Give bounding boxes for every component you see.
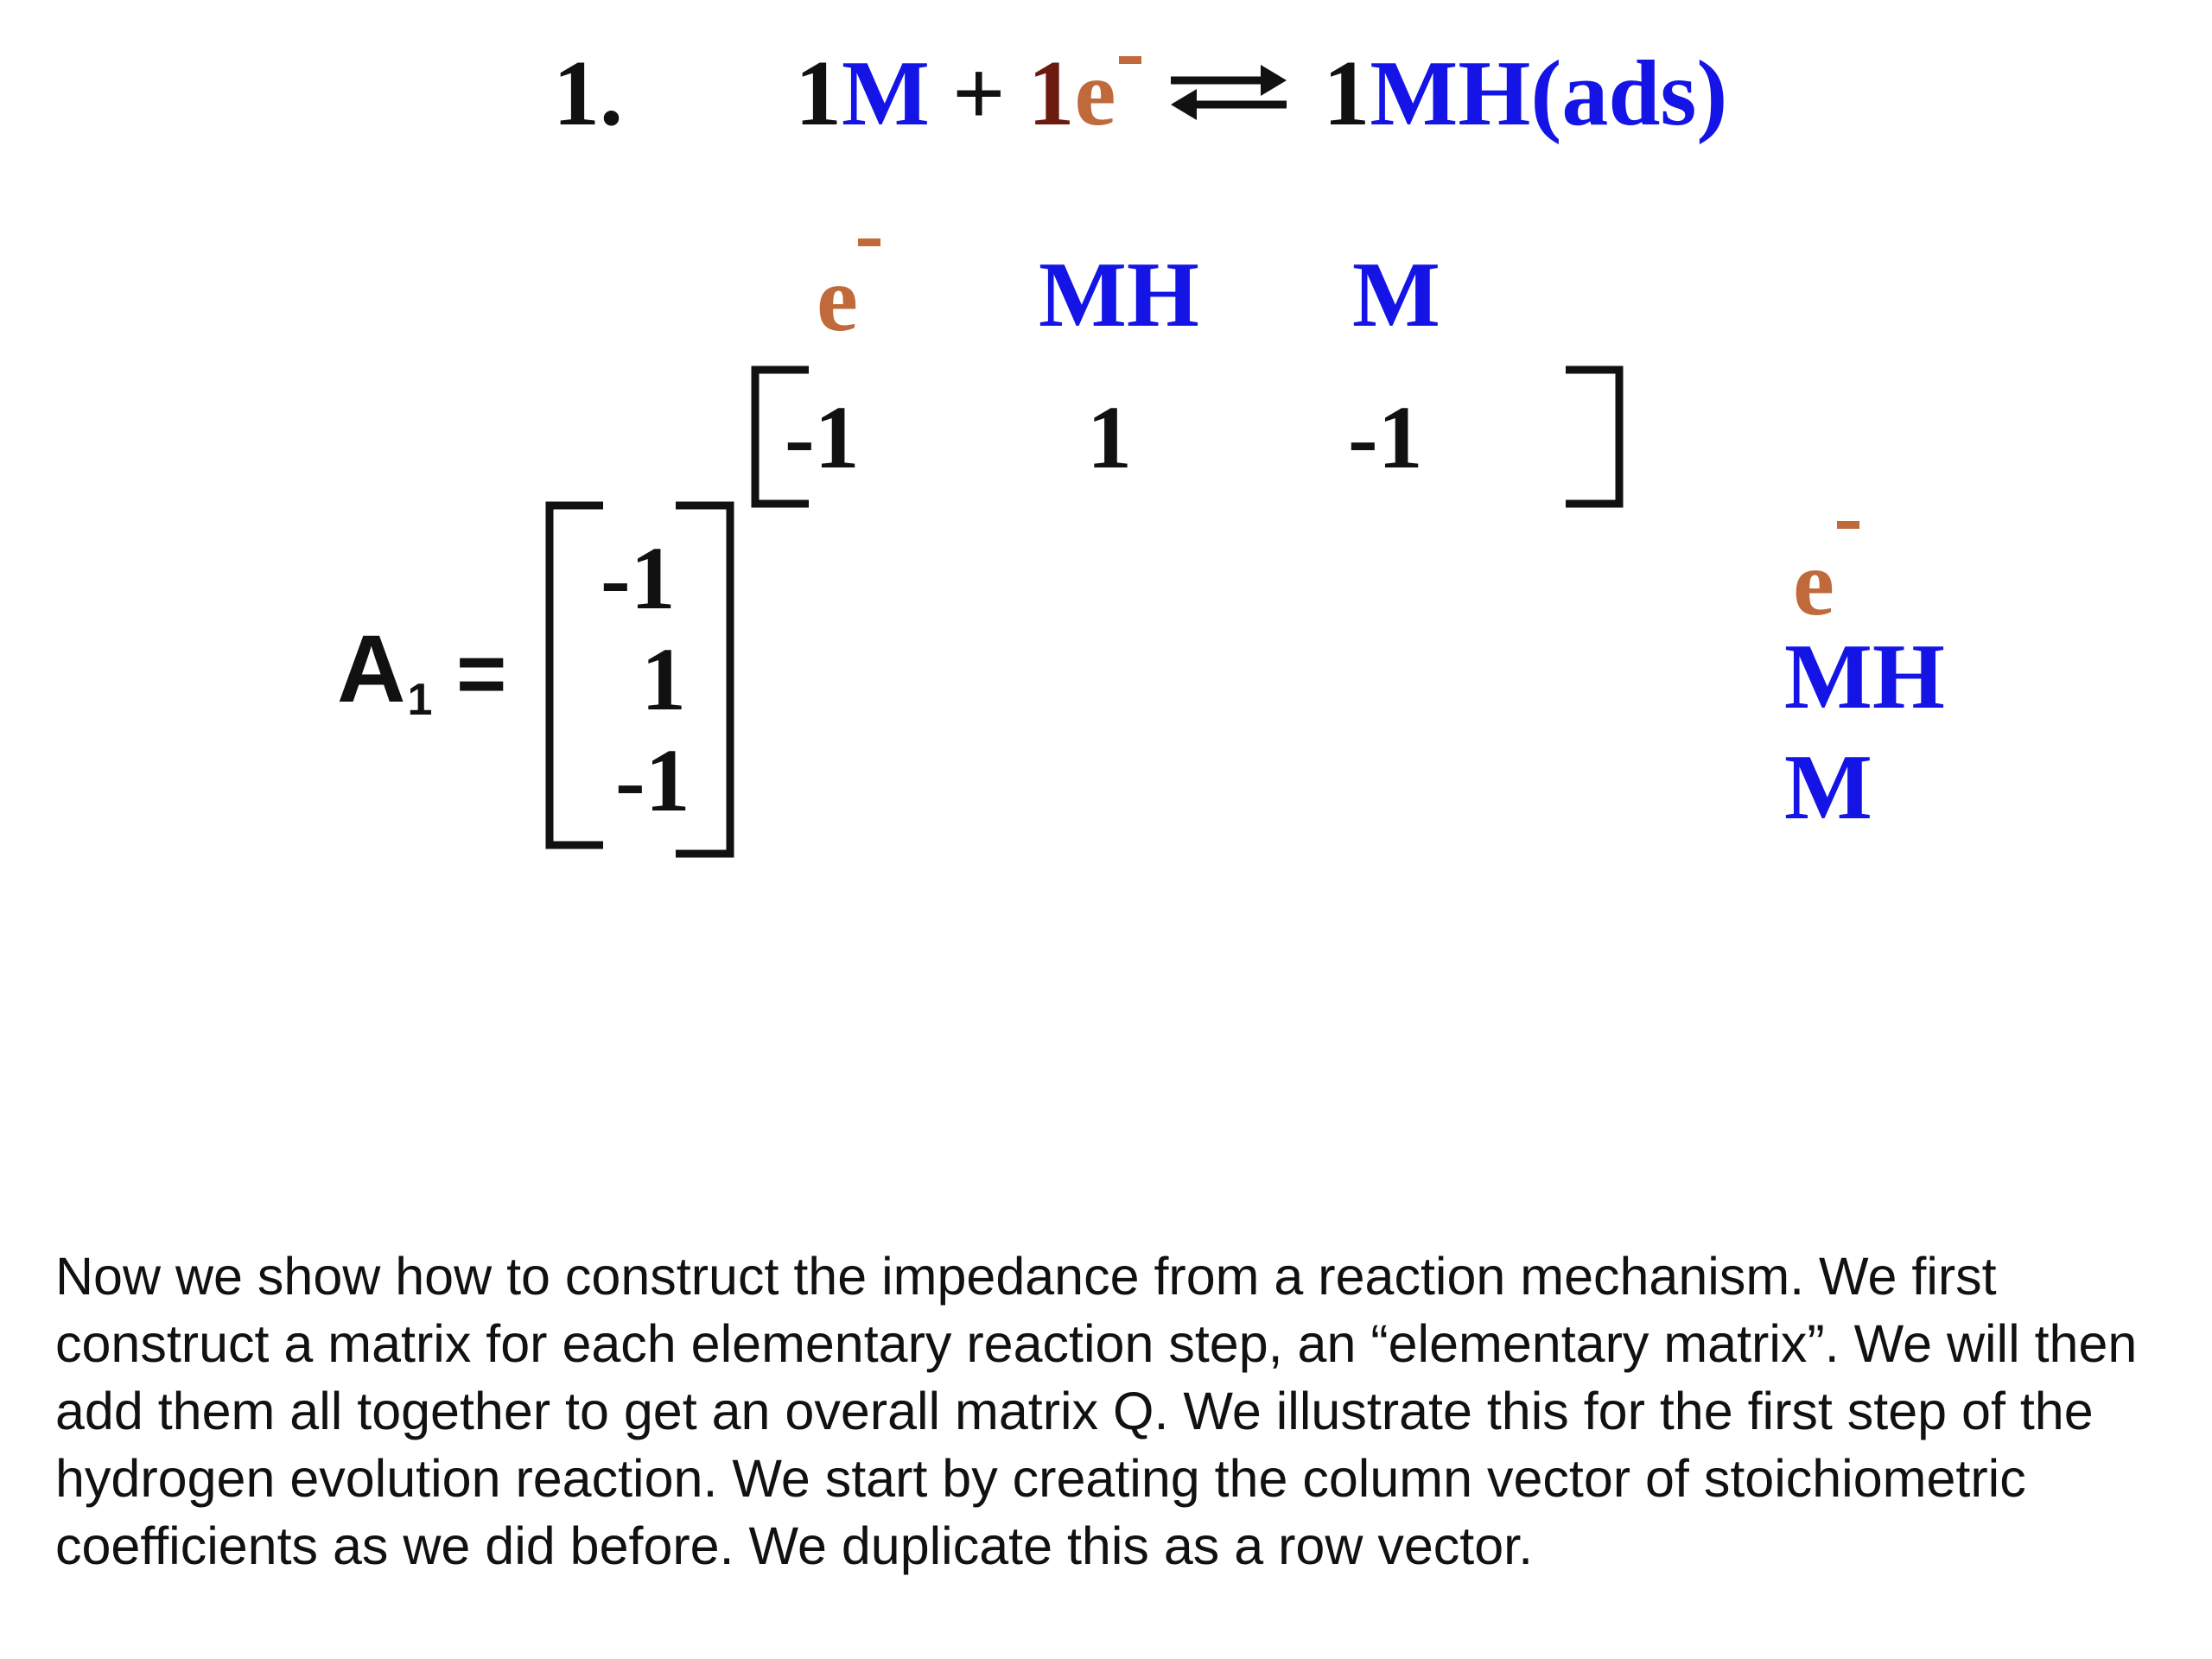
column-vector-value: -1 — [615, 731, 690, 830]
coef-m: 1 — [795, 42, 842, 145]
column-header-mh: MH — [1784, 626, 1945, 728]
row-vector-value: -1 — [785, 388, 860, 487]
coef-e: 1 — [1027, 42, 1075, 145]
coef-mh: 1 — [1323, 42, 1370, 145]
row-header-mh: MH — [1039, 244, 1199, 346]
reaction-equation: 1 M + 1 e 1 MH(ads) — [795, 48, 1727, 141]
row-header-e: e — [817, 248, 858, 351]
caption-paragraph: Now we show how to construct the impedan… — [55, 1247, 2138, 1575]
species-m: M — [842, 42, 930, 145]
row-vector-right-bracket-icon — [1566, 365, 1624, 508]
step-number: 1. — [553, 42, 623, 145]
row-vector-left-bracket-icon — [751, 365, 809, 508]
column-vector-left-bracket-icon — [545, 501, 603, 849]
electron-charge-icon — [1119, 56, 1142, 64]
plus-sign: + — [951, 42, 1006, 145]
species-e: e — [1074, 42, 1116, 145]
row-header-m: M — [1352, 244, 1440, 346]
column-header-m: M — [1784, 736, 1872, 839]
row-vector-value: 1 — [1087, 388, 1132, 487]
column-vector-value: 1 — [641, 630, 686, 729]
column-vector-right-bracket-icon — [676, 501, 734, 858]
row-vector-value: -1 — [1348, 388, 1423, 487]
equilibrium-arrow-icon — [1164, 48, 1294, 134]
matrix-label: A 1 — [337, 616, 432, 723]
column-vector-value: -1 — [601, 529, 676, 628]
equals-sign: = — [456, 626, 507, 722]
column-header-e: e — [1793, 532, 1834, 635]
column-header-charge-icon — [1837, 521, 1859, 529]
species-mh-ads: MH(ads) — [1370, 42, 1728, 145]
row-header-charge-icon — [858, 238, 880, 246]
matrix-subscript: 1 — [407, 675, 433, 725]
matrix-name: A — [337, 616, 406, 722]
